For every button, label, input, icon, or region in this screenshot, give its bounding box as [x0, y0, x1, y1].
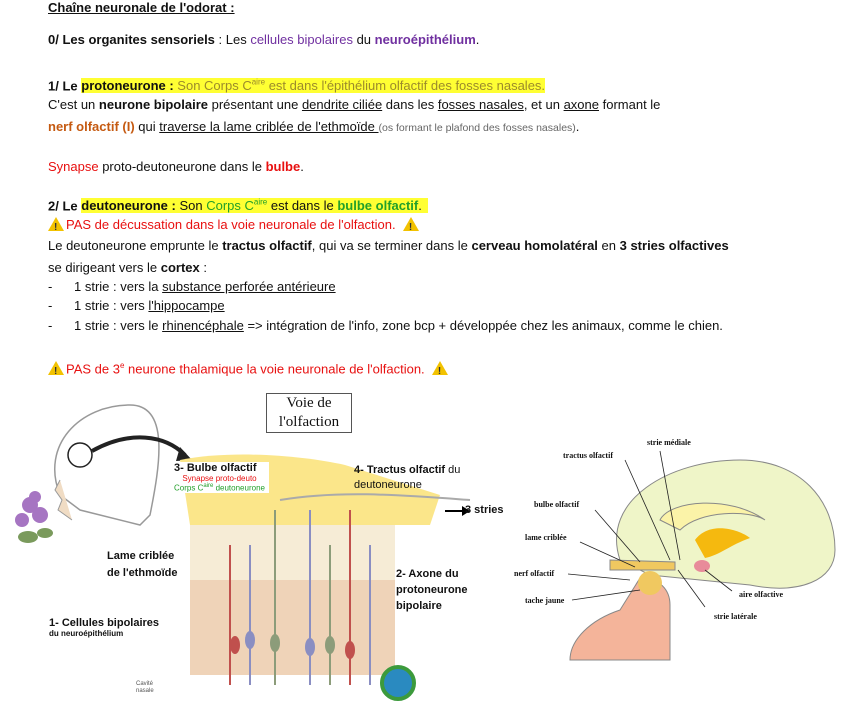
warning-thalamic: PAS de 3e neurone thalamique la voie neu… [48, 357, 450, 381]
brain-illustration [567, 450, 836, 661]
section-1-line3: nerf olfactif (I) qui traverse la lame c… [48, 119, 580, 134]
section-1-line2: C'est un neurone bipolaire présentant un… [48, 97, 661, 112]
label-bulbe: 3- Bulbe olfactif Synapse proto-deuto Co… [170, 462, 269, 493]
list-item: -1 strie : vers l'hippocampe [48, 298, 225, 313]
label-strie-mediale: strie médiale [647, 438, 691, 447]
label-strie-laterale: strie latérale [714, 612, 757, 621]
list-item: -1 strie : vers le rhinencéphale => inté… [48, 318, 723, 333]
label-tractus-olfactif: tractus olfactif [563, 451, 613, 460]
label-3-stries: 3 stries [465, 504, 504, 516]
warning-decussation: PAS de décussation dans la voie neuronal… [48, 216, 421, 237]
warning-icon [48, 217, 64, 237]
page-title: Chaîne neuronale de l'odorat : [48, 0, 235, 15]
olfaction-illustration [15, 404, 471, 701]
label-aire-olfactive: aire olfactive [739, 590, 784, 599]
brain-sagittal-figure: strie médiale tractus olfactif bulbe olf… [500, 420, 842, 680]
section-2-line4: se dirigeant vers le cortex : [48, 260, 207, 275]
list-item: -1 strie : vers la substance perforée an… [48, 279, 336, 294]
section-2-line3: Le deutoneurone emprunte le tractus olfa… [48, 238, 729, 253]
warning-icon [431, 361, 448, 381]
section-2-heading: 2/ Le deutoneurone : Son Corps Caire est… [48, 194, 428, 215]
section-0: 0/ Les organites sensoriels : Les cellul… [48, 32, 480, 47]
synapse-line: Synapse proto-deutoneurone dans le bulbe… [48, 159, 304, 174]
section-1-heading: 1/ Le protoneurone : Son Corps Caire est… [48, 78, 546, 94]
label-tache-jaune: tache jaune [525, 596, 565, 605]
label-nerf-olfactif: nerf olfactif [514, 569, 555, 578]
label-bulbe-olfactif: bulbe olfactif [534, 500, 580, 509]
label-lame-criblee: lame criblée [525, 533, 567, 542]
warning-icon [402, 217, 419, 237]
warning-icon [48, 361, 64, 381]
